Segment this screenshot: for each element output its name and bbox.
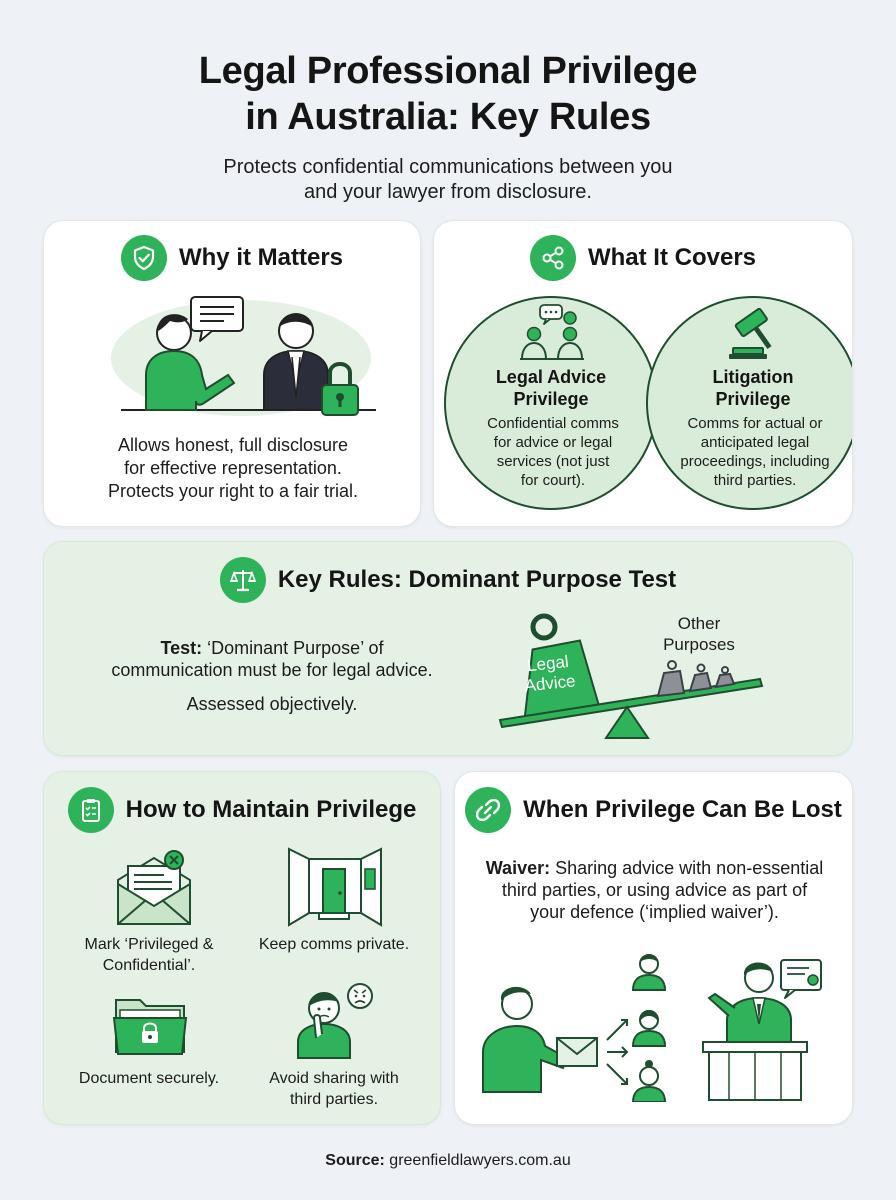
maintain-privilege-title: How to Maintain Privilege [125, 796, 417, 823]
worried-person-icon [297, 983, 373, 1059]
maintain-privilege-card: How to Maintain Privilege Mark ‘Privileg… [43, 771, 441, 1125]
envelope-document-icon [117, 850, 191, 925]
privilege-lost-card: When Privilege Can Be Lost Waiver: Shari… [454, 771, 853, 1125]
legal-advice-weight-label: Legal Advice [523, 651, 577, 696]
what-it-covers-title: What It Covers [587, 244, 757, 271]
people-chat-icon [520, 304, 584, 360]
what-it-covers-header: What It Covers [434, 235, 852, 281]
waiver-text: Waiver: Sharing advice with non-essentia… [485, 858, 824, 922]
dominant-purpose-test-text: Test: ‘Dominant Purpose’ of communicatio… [111, 638, 433, 680]
keep-comms-private-caption: Keep comms private. [258, 936, 410, 953]
share-icon [529, 235, 576, 281]
client-lawyer-illustration [111, 296, 376, 416]
door-room-icon [288, 847, 382, 927]
source-link[interactable]: greenfieldlawyers.com.au [384, 1152, 571, 1169]
scales-icon [219, 557, 266, 603]
key-rules-title: Key Rules: Dominant Purpose Test [277, 566, 677, 593]
privilege-lost-header: When Privilege Can Be Lost [455, 787, 852, 833]
legal-advice-title: Legal Advice Privilege [495, 367, 607, 409]
why-it-matters-title: Why it Matters [178, 244, 343, 271]
shield-check-icon [120, 235, 167, 281]
mark-privileged-caption: Mark ‘Privileged & Confidential’. [84, 936, 214, 974]
key-rules-card: Key Rules: Dominant Purpose Test Test: ‘… [43, 541, 853, 756]
gavel-icon [729, 307, 772, 359]
key-rules-header: Key Rules: Dominant Purpose Test [44, 557, 852, 603]
broken-link-icon [465, 787, 512, 833]
clipboard-checklist-icon [67, 787, 114, 833]
legal-advice-text: Confidential comms for advice or legal s… [487, 415, 619, 489]
why-it-matters-text: Allows honest, full disclosure for effec… [107, 435, 359, 501]
waiver-sharing-illustration [482, 954, 822, 1102]
avoid-sharing-caption: Avoid sharing with third parties. [269, 1070, 399, 1108]
document-securely-caption: Document securely. [78, 1070, 220, 1087]
litigation-text: Comms for actual or anticipated legal pr… [680, 415, 830, 489]
privilege-lost-title: When Privilege Can Be Lost [523, 796, 842, 823]
source-footer: Source: greenfieldlawyers.com.au [325, 1152, 571, 1169]
what-it-covers-card: What It Covers Legal Advice Privilege Co… [433, 220, 853, 527]
why-it-matters-card: Why it Matters Allows honest, full discl… [43, 220, 421, 527]
legal-advice-privilege-circle: Legal Advice Privilege Confidential comm… [444, 296, 658, 510]
assessed-objectively-text: Assessed objectively. [186, 694, 358, 714]
locked-folder-icon [112, 999, 188, 1055]
page-title: Legal Professional Privilege in Australi… [198, 50, 698, 138]
maintain-privilege-header: How to Maintain Privilege [44, 787, 440, 833]
other-purposes-label: Other Purposes [663, 614, 735, 654]
litigation-privilege-circle: Litigation Privilege Comms for actual or… [646, 296, 852, 510]
seesaw-weights-illustration [498, 613, 764, 739]
litigation-title: Litigation Privilege [712, 367, 794, 409]
why-it-matters-header: Why it Matters [44, 235, 420, 281]
page-subtitle: Protects confidential communications bet… [223, 156, 673, 203]
